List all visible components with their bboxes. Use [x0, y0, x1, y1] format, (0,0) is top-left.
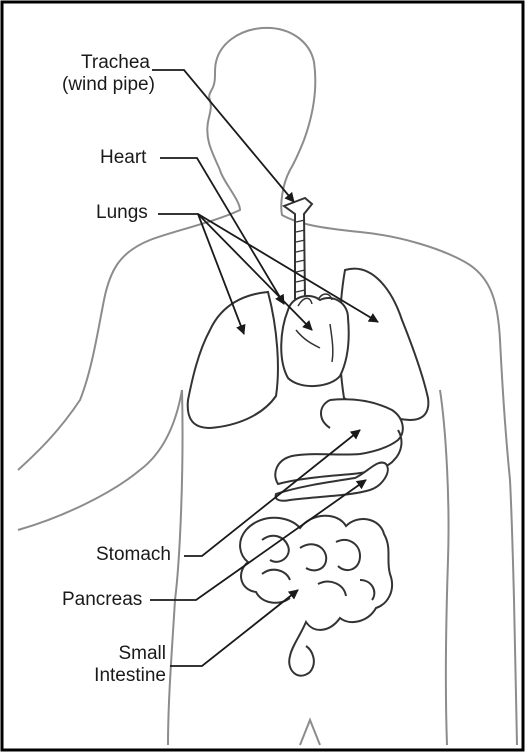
right-arm-inner — [440, 390, 449, 745]
small-intestine-shape — [240, 516, 392, 676]
label-heart: Heart — [100, 147, 146, 169]
right-lung — [340, 269, 429, 420]
small-intestine-leader — [170, 590, 298, 666]
label-trachea-line2: (wind pipe) — [62, 74, 150, 96]
trachea-leader — [152, 70, 294, 202]
legs-divider — [300, 720, 320, 745]
left-lung — [188, 292, 278, 428]
label-trachea-line1: Trachea — [62, 52, 150, 74]
left-arm-inner — [18, 390, 183, 745]
label-lungs: Lungs — [96, 202, 148, 224]
label-small-intestine-line1: Small — [82, 643, 166, 665]
label-trachea: Trachea (wind pipe) — [62, 52, 150, 96]
label-pancreas: Pancreas — [62, 589, 142, 611]
label-stomach: Stomach — [96, 544, 171, 566]
label-small-intestine-line2: Intestine — [82, 665, 166, 687]
label-small-intestine: Small Intestine — [82, 643, 166, 687]
